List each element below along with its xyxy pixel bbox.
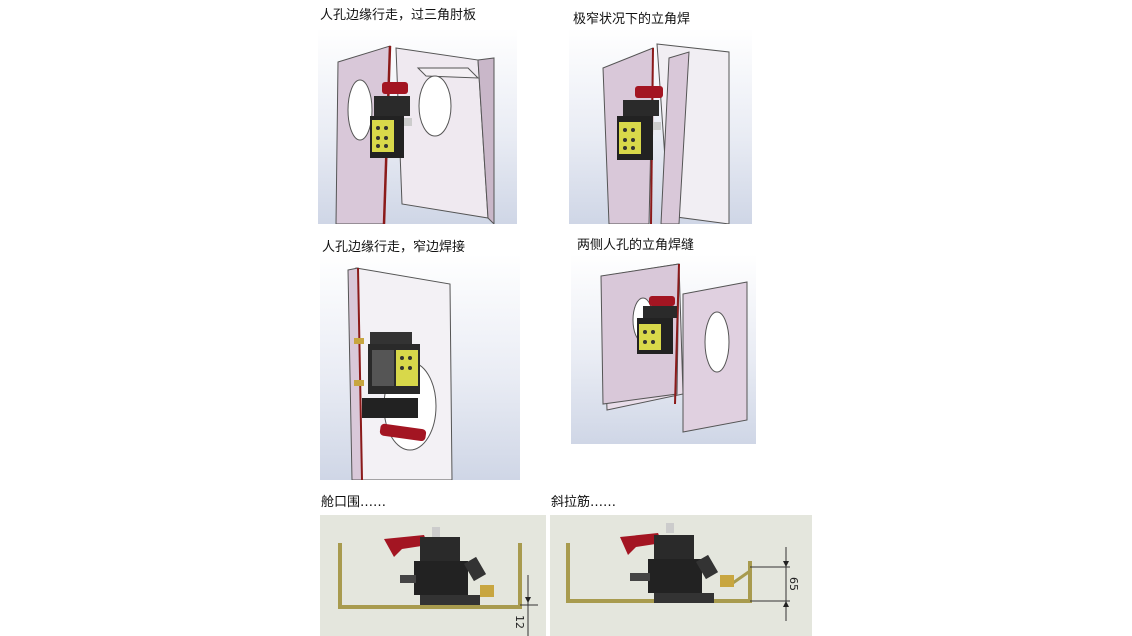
caption-narrow-vertical-weld: 极窄状况下的立角焊 (573, 12, 691, 27)
figure-manhole-bracket (318, 28, 517, 224)
figure-narrow-vertical-weld (569, 28, 752, 224)
dimension-label-12: 12 (513, 615, 526, 629)
figure-diagonal-brace: 65 (550, 515, 812, 636)
figure-manhole-narrow-edge (320, 254, 520, 480)
dimension-label-65: 65 (787, 577, 800, 591)
caption-two-side-manhole: 两侧人孔的立角焊缝 (577, 238, 695, 253)
figure-two-side-manhole (571, 254, 756, 444)
caption-manhole-narrow-edge: 人孔边缘行走，窄边焊接 (322, 240, 466, 255)
caption-hatch-coaming: 舱口围…… (321, 495, 387, 510)
figure-hatch-coaming: 12 (320, 515, 546, 636)
caption-manhole-bracket: 人孔边缘行走，过三角肘板 (320, 8, 477, 23)
caption-diagonal-brace: 斜拉筋…… (551, 495, 617, 510)
